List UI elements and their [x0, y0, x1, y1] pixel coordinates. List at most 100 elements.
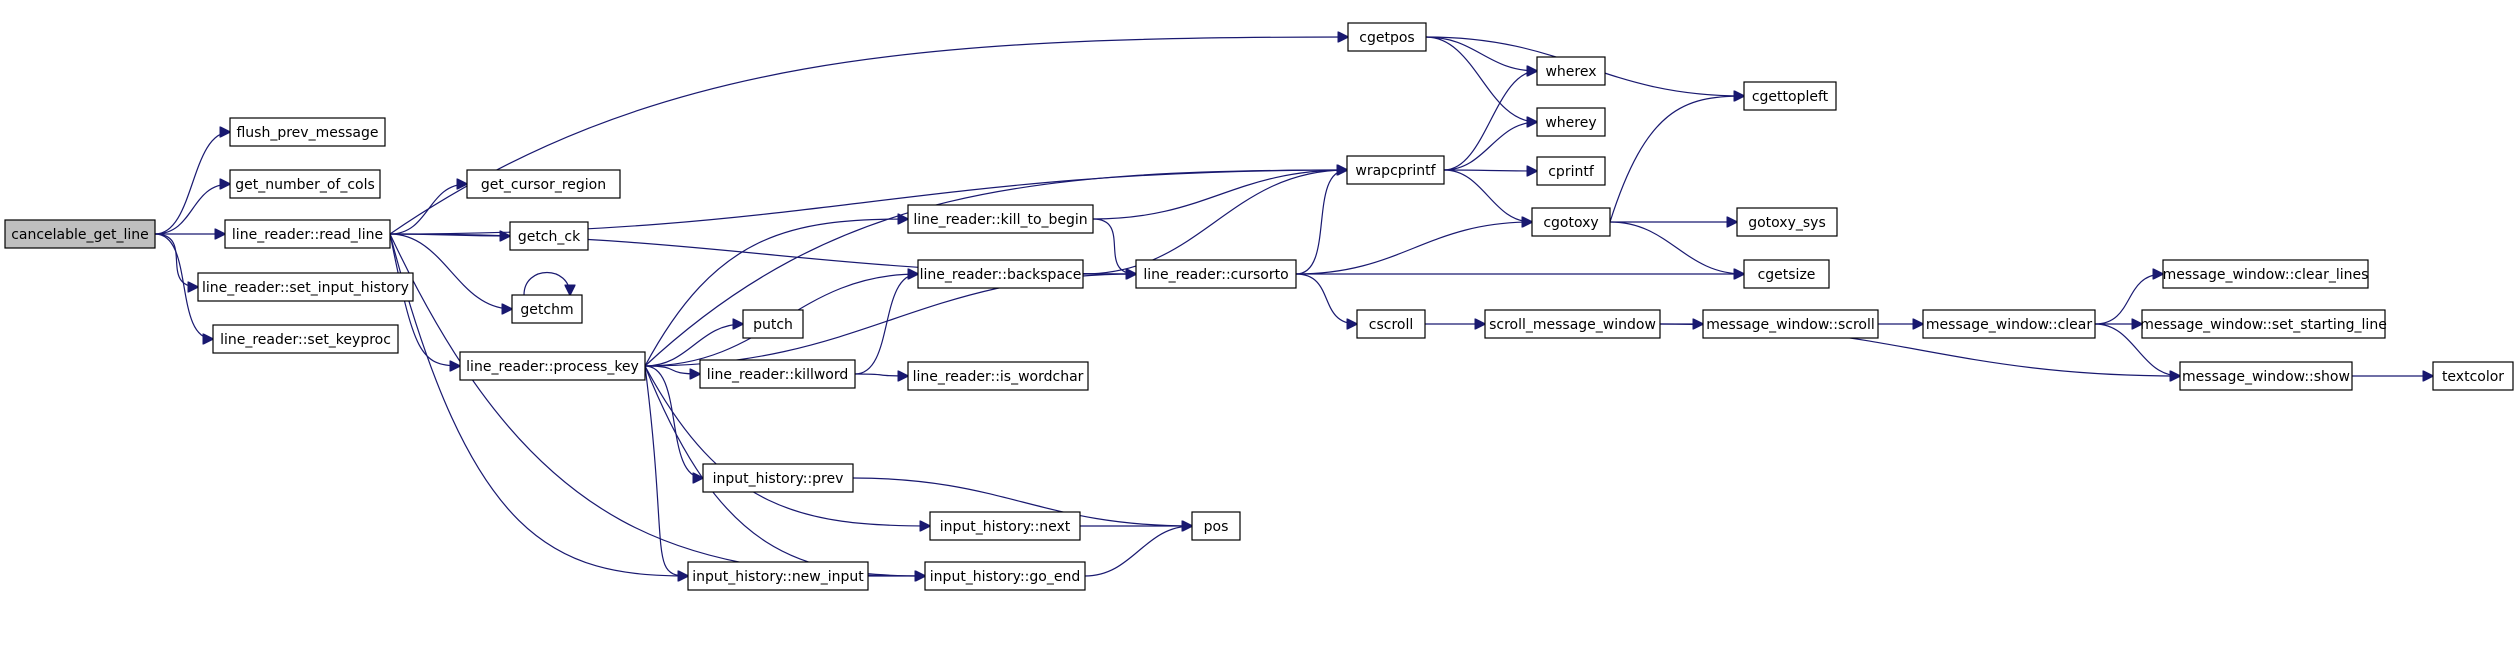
- node-line-reader-is-wordchar[interactable]: line_reader::is_wordchar: [907, 361, 1089, 391]
- node-input-history-next[interactable]: input_history::next: [929, 511, 1081, 541]
- node-label: cprintf: [1548, 164, 1595, 180]
- node-wherex[interactable]: wherex: [1536, 56, 1606, 86]
- node-flush-prev-message[interactable]: flush_prev_message: [229, 117, 386, 147]
- node-line-reader-kill-to-begin[interactable]: line_reader::kill_to_begin: [907, 204, 1094, 234]
- node-message-window-clear-lines[interactable]: message_window::clear_lines: [2162, 259, 2369, 289]
- node-cgettopleft[interactable]: cgettopleft: [1743, 81, 1837, 111]
- node-wrapcprintf[interactable]: wrapcprintf: [1346, 155, 1445, 185]
- node-box[interactable]: [1922, 309, 2096, 339]
- node-box[interactable]: [1135, 259, 1297, 289]
- node-label: putch: [753, 317, 793, 333]
- node-line-reader-killword[interactable]: line_reader::killword: [699, 359, 856, 389]
- node-box[interactable]: [229, 117, 386, 147]
- node-textcolor[interactable]: textcolor: [2432, 361, 2514, 391]
- edge-input-history-prev-to-pos: [852, 477, 1192, 526]
- node-getch-ck[interactable]: getch_ck: [509, 221, 589, 251]
- node-label: input_history::next: [940, 519, 1071, 535]
- edge-line-reader-killword-to-line-reader-backspace: [854, 274, 918, 375]
- edge-line-reader-read-line-to-cgetpos: [389, 37, 1348, 235]
- node-box[interactable]: [924, 561, 1086, 591]
- node-box[interactable]: [1356, 309, 1426, 339]
- node-label: input_history::new_input: [692, 569, 864, 585]
- node-wherey[interactable]: wherey: [1536, 107, 1606, 137]
- node-box[interactable]: [1484, 309, 1661, 339]
- node-get-cursor-region[interactable]: get_cursor_region: [466, 169, 621, 199]
- edge-cgetpos-to-wherey: [1425, 36, 1537, 122]
- node-box[interactable]: [1346, 155, 1445, 185]
- node-line-reader-backspace[interactable]: line_reader::backspace: [917, 259, 1084, 289]
- node-cgotoxy[interactable]: cgotoxy: [1531, 207, 1611, 237]
- node-box[interactable]: [742, 309, 804, 339]
- node-box[interactable]: [509, 221, 589, 251]
- edge-wrapcprintf-to-wherey: [1443, 122, 1537, 171]
- node-box[interactable]: [907, 361, 1089, 391]
- node-label: textcolor: [2442, 369, 2504, 385]
- node-get-number-of-cols[interactable]: get_number_of_cols: [229, 169, 381, 199]
- node-line-reader-cursorto[interactable]: line_reader::cursorto: [1135, 259, 1297, 289]
- node-box[interactable]: [197, 272, 414, 302]
- node-box[interactable]: [2432, 361, 2514, 391]
- node-box[interactable]: [212, 324, 399, 354]
- node-label: line_reader::backspace: [920, 267, 1082, 283]
- node-message-window-set-starting-line[interactable]: message_window::set_starting_line: [2140, 309, 2387, 339]
- node-message-window-show[interactable]: message_window::show: [2179, 361, 2353, 391]
- node-box[interactable]: [466, 169, 621, 199]
- node-cgetpos[interactable]: cgetpos: [1347, 22, 1427, 52]
- node-message-window-clear[interactable]: message_window::clear: [1922, 309, 2096, 339]
- node-box[interactable]: [1536, 56, 1606, 86]
- node-box[interactable]: [2141, 309, 2386, 339]
- node-line-reader-set-input-history[interactable]: line_reader::set_input_history: [197, 272, 414, 302]
- node-box[interactable]: [1743, 259, 1830, 289]
- node-box[interactable]: [1736, 207, 1838, 237]
- node-box[interactable]: [1191, 511, 1241, 541]
- node-gotoxy-sys[interactable]: gotoxy_sys: [1736, 207, 1838, 237]
- edge-message-window-clear-to-message-window-clear-lines: [2094, 274, 2163, 325]
- node-box[interactable]: [1743, 81, 1837, 111]
- node-label: pos: [1204, 519, 1229, 535]
- node-label: scroll_message_window: [1489, 317, 1656, 333]
- node-input-history-new-input[interactable]: input_history::new_input: [687, 561, 869, 591]
- node-box[interactable]: [511, 294, 583, 324]
- node-box[interactable]: [687, 561, 869, 591]
- node-box[interactable]: [929, 511, 1081, 541]
- node-box[interactable]: [917, 259, 1084, 289]
- node-box[interactable]: [907, 204, 1094, 234]
- node-label: getch_ck: [518, 229, 581, 245]
- node-box[interactable]: [229, 169, 381, 199]
- node-box[interactable]: [2162, 259, 2369, 289]
- node-label: get_cursor_region: [481, 177, 606, 193]
- node-box[interactable]: [1702, 309, 1879, 339]
- node-label: message_window::show: [2182, 369, 2350, 385]
- node-cancelable-get-line[interactable]: cancelable_get_line: [4, 219, 156, 249]
- node-cscroll[interactable]: cscroll: [1356, 309, 1426, 339]
- node-box[interactable]: [2179, 361, 2353, 391]
- node-label: line_reader::is_wordchar: [913, 369, 1084, 385]
- edge-cgotoxy-to-cgetsize: [1609, 221, 1744, 274]
- node-cprintf[interactable]: cprintf: [1536, 156, 1606, 186]
- node-box[interactable]: [1347, 22, 1427, 52]
- node-getchm[interactable]: getchm: [511, 294, 583, 324]
- node-box[interactable]: [702, 463, 854, 493]
- node-cgetsize[interactable]: cgetsize: [1743, 259, 1830, 289]
- node-label: gotoxy_sys: [1748, 215, 1826, 231]
- edge-line-reader-killword-to-line-reader-is-wordchar: [854, 374, 908, 376]
- node-putch[interactable]: putch: [742, 309, 804, 339]
- node-box[interactable]: [459, 351, 646, 381]
- node-box[interactable]: [4, 219, 156, 249]
- node-line-reader-read-line[interactable]: line_reader::read_line: [224, 219, 391, 249]
- node-line-reader-process-key[interactable]: line_reader::process_key: [459, 351, 646, 381]
- node-line-reader-set-keyproc[interactable]: line_reader::set_keyproc: [212, 324, 399, 354]
- node-scroll-message-window[interactable]: scroll_message_window: [1484, 309, 1661, 339]
- node-box[interactable]: [1536, 156, 1606, 186]
- node-label: wrapcprintf: [1355, 163, 1436, 179]
- node-message-window-scroll[interactable]: message_window::scroll: [1702, 309, 1879, 339]
- node-box[interactable]: [224, 219, 391, 249]
- node-input-history-go-end[interactable]: input_history::go_end: [924, 561, 1086, 591]
- node-box[interactable]: [1536, 107, 1606, 137]
- node-box[interactable]: [1531, 207, 1611, 237]
- node-pos[interactable]: pos: [1191, 511, 1241, 541]
- node-box[interactable]: [699, 359, 856, 389]
- edges-layer: [154, 36, 2433, 576]
- node-input-history-prev[interactable]: input_history::prev: [702, 463, 854, 493]
